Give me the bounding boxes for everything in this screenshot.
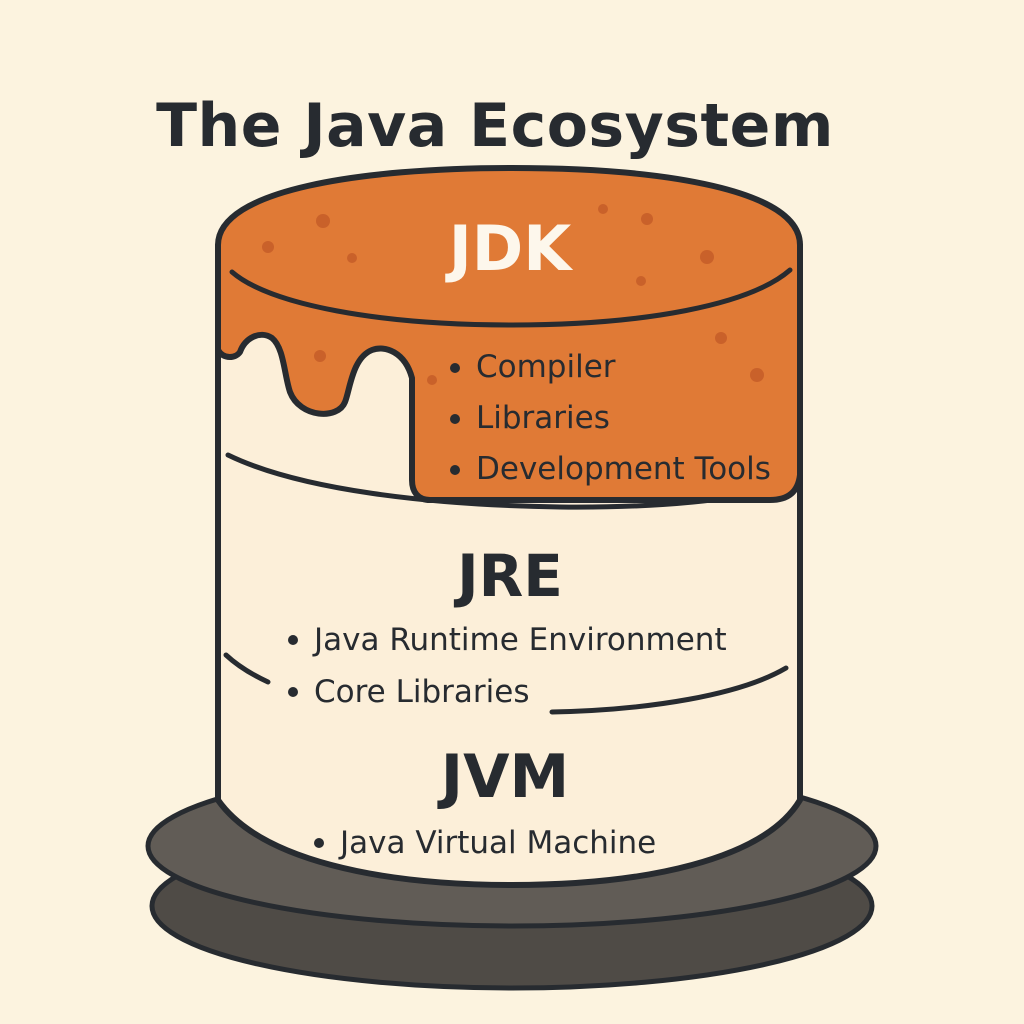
jre-feature-list: Java Runtime Environment Core Libraries	[284, 614, 727, 718]
list-item: Core Libraries	[284, 666, 727, 718]
list-item: Development Tools	[446, 444, 771, 495]
cake-top-rim	[229, 267, 793, 328]
jvm-feature-list: Java Virtual Machine	[310, 818, 656, 868]
jre-jvm-separator-right	[549, 665, 789, 715]
jdk-layer-title: JDK	[448, 212, 572, 285]
diagram-title: The Java Ecosystem	[156, 91, 834, 162]
list-item: Compiler	[446, 342, 771, 393]
jdk-icing	[215, 165, 803, 503]
list-item: Java Virtual Machine	[310, 818, 656, 868]
jre-jvm-separator-left	[223, 652, 271, 685]
icing-speckles	[262, 204, 764, 385]
list-item: Java Runtime Environment	[284, 614, 727, 666]
jvm-layer-title: JVM	[440, 742, 570, 812]
list-item: Libraries	[446, 393, 771, 444]
jdk-feature-list: Compiler Libraries Development Tools	[446, 342, 771, 495]
jre-layer-title: JRE	[457, 542, 563, 610]
